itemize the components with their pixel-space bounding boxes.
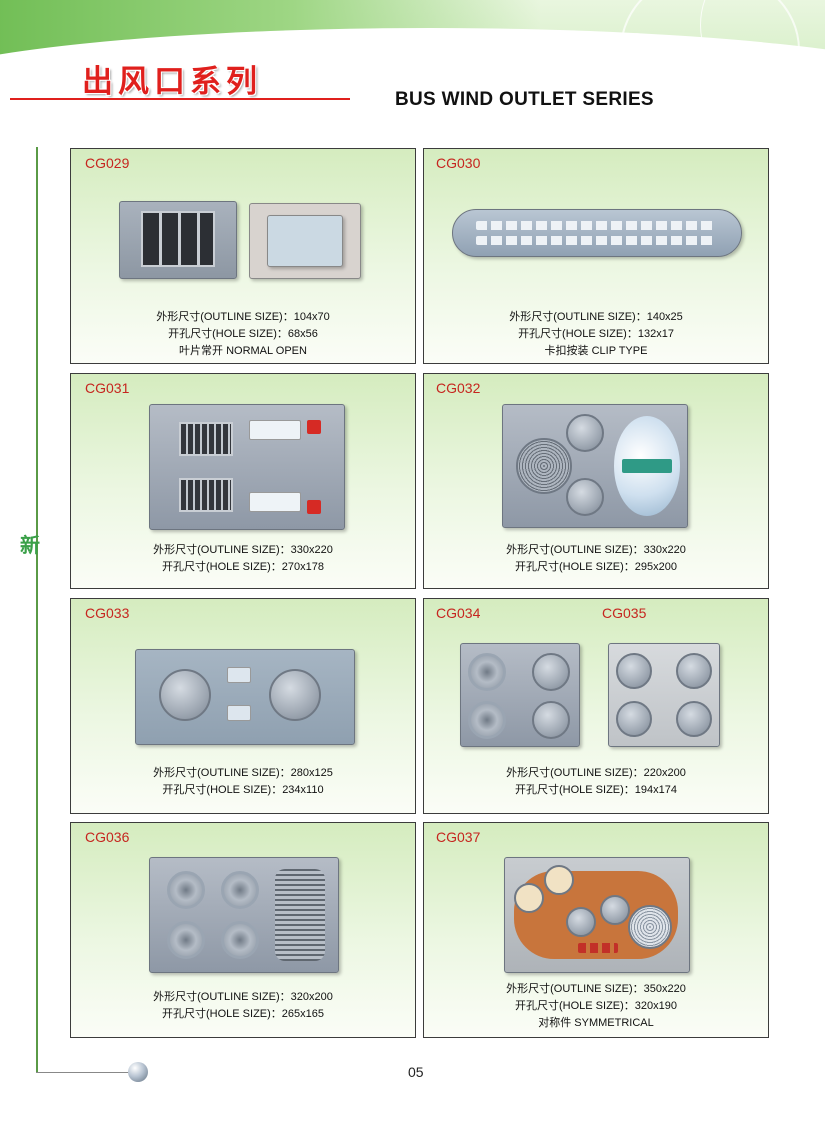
product-specs: 外形尺寸(OUTLINE SIZE)：220x200 开孔尺寸(HOLE SIZ… (424, 765, 768, 799)
hole-size: 开孔尺寸(HOLE SIZE)：270x178 (162, 561, 324, 573)
product-card-cg033: CG033 外形尺寸(OUTLINE SIZE)：280x125 开孔尺寸(HO… (70, 598, 416, 814)
side-rule (36, 147, 38, 1072)
bottom-rule (36, 1072, 136, 1073)
product-card-cg030: CG030 外形尺寸(OUTLINE SIZE)：140x25 开孔尺寸(HOL… (423, 148, 769, 364)
product-image-cg037 (504, 857, 690, 973)
hole-size: 开孔尺寸(HOLE SIZE)：194x174 (515, 784, 677, 796)
page-title-chinese: 出风口系列 (82, 64, 262, 100)
product-code: CG031 (85, 380, 130, 396)
product-image-cg033 (135, 649, 355, 745)
page-header: 出风口系列 BUS WIND OUTLET SERIES (0, 0, 825, 135)
outline-size: 外形尺寸(OUTLINE SIZE)：350x220 (506, 983, 686, 995)
side-logo-mark: 新 (20, 535, 40, 557)
product-specs: 外形尺寸(OUTLINE SIZE)：320x200 开孔尺寸(HOLE SIZ… (71, 989, 415, 1023)
product-code: CG037 (436, 829, 481, 845)
outline-size: 外形尺寸(OUTLINE SIZE)：320x200 (153, 991, 333, 1003)
product-image-cg029 (119, 201, 369, 281)
product-code: CG032 (436, 380, 481, 396)
product-code: CG034 (436, 605, 481, 621)
product-image-cg035 (608, 643, 720, 747)
product-card-cg037: CG037 外形尺寸(OUTLINE SIZE)：350x220 开孔尺寸(HO… (423, 822, 769, 1038)
product-code-secondary: CG035 (602, 605, 647, 621)
product-code: CG030 (436, 155, 481, 171)
product-card-cg036: CG036 外形尺寸(OUTLINE SIZE)：320x200 开孔尺寸(HO… (70, 822, 416, 1038)
hole-size: 开孔尺寸(HOLE SIZE)：234x110 (162, 784, 324, 796)
page-title-english: BUS WIND OUTLET SERIES (395, 89, 654, 110)
hole-size: 开孔尺寸(HOLE SIZE)：132x17 (518, 328, 674, 340)
product-specs: 外形尺寸(OUTLINE SIZE)：330x220 开孔尺寸(HOLE SIZ… (424, 542, 768, 576)
product-image-cg030 (452, 209, 742, 257)
product-specs: 外形尺寸(OUTLINE SIZE)：140x25 开孔尺寸(HOLE SIZE… (424, 309, 768, 360)
product-specs: 外形尺寸(OUTLINE SIZE)：330x220 开孔尺寸(HOLE SIZ… (71, 542, 415, 576)
product-card-cg029: CG029 外形尺寸(OUTLINE SIZE)：104x70 开孔尺寸(HOL… (70, 148, 416, 364)
product-card-cg032: CG032 外形尺寸(OUTLINE SIZE)：330x220 开孔尺寸(HO… (423, 373, 769, 589)
page-ball-icon (128, 1062, 148, 1082)
product-image-cg031 (149, 404, 345, 530)
product-image-cg034 (460, 643, 580, 747)
product-image-cg032 (502, 404, 688, 528)
product-image-cg036 (149, 857, 339, 973)
title-underline (10, 98, 350, 100)
outline-size: 外形尺寸(OUTLINE SIZE)：280x125 (153, 767, 333, 779)
feature-note: 卡扣按装 CLIP TYPE (544, 345, 648, 357)
product-card-cg031: CG031 外形尺寸(OUTLINE SIZE)：330x220 开孔尺寸(HO… (70, 373, 416, 589)
outline-size: 外形尺寸(OUTLINE SIZE)：220x200 (506, 767, 686, 779)
product-card-cg034-cg035: CG034 CG035 外形尺寸(OUTLINE SIZE)：220x200 开… (423, 598, 769, 814)
hole-size: 开孔尺寸(HOLE SIZE)：295x200 (515, 561, 677, 573)
hole-size: 开孔尺寸(HOLE SIZE)：265x165 (162, 1008, 324, 1020)
hole-size: 开孔尺寸(HOLE SIZE)：68x56 (168, 328, 318, 340)
product-code: CG033 (85, 605, 130, 621)
feature-note: 对称件 SYMMETRICAL (538, 1017, 654, 1029)
page-number: 05 (408, 1064, 424, 1080)
outline-size: 外形尺寸(OUTLINE SIZE)：104x70 (156, 311, 330, 323)
outline-size: 外形尺寸(OUTLINE SIZE)：330x220 (506, 544, 686, 556)
product-code: CG029 (85, 155, 130, 171)
hole-size: 开孔尺寸(HOLE SIZE)：320x190 (515, 1000, 677, 1012)
product-specs: 外形尺寸(OUTLINE SIZE)：280x125 开孔尺寸(HOLE SIZ… (71, 765, 415, 799)
product-code: CG036 (85, 829, 130, 845)
outline-size: 外形尺寸(OUTLINE SIZE)：140x25 (509, 311, 683, 323)
feature-note: 叶片常开 NORMAL OPEN (179, 345, 307, 357)
product-specs: 外形尺寸(OUTLINE SIZE)：350x220 开孔尺寸(HOLE SIZ… (424, 981, 768, 1032)
outline-size: 外形尺寸(OUTLINE SIZE)：330x220 (153, 544, 333, 556)
product-specs: 外形尺寸(OUTLINE SIZE)：104x70 开孔尺寸(HOLE SIZE… (71, 309, 415, 360)
